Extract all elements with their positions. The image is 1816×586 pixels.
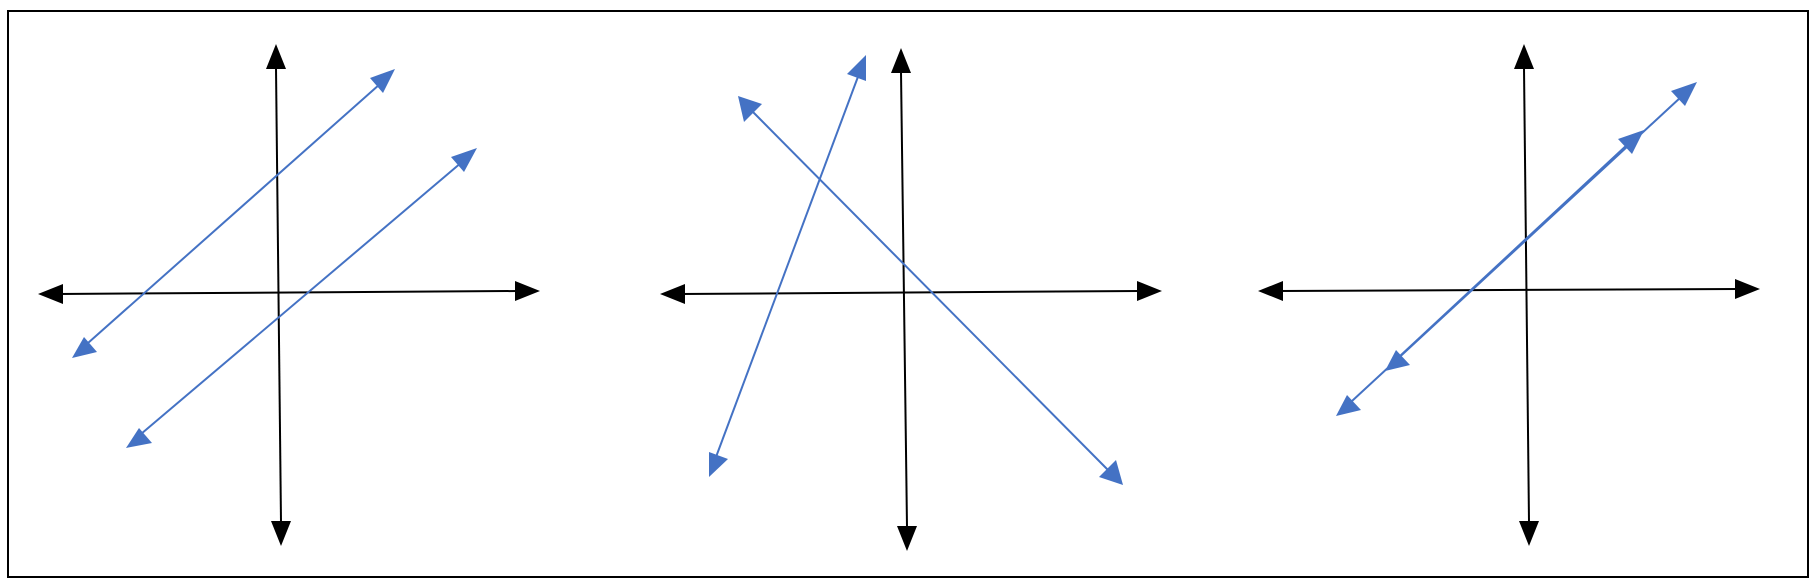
y-axis (891, 48, 917, 551)
panel-parallel-lines (38, 44, 540, 546)
line-arrow-icon (1385, 350, 1410, 371)
y-axis-down-arrow-icon (897, 526, 917, 551)
x-axis-left-arrow-icon (1258, 281, 1283, 301)
line-arrow-icon (1099, 460, 1123, 485)
line-arrow-icon (370, 69, 395, 93)
x-axis-right-arrow-icon (515, 281, 540, 301)
panel-coincident-lines (1258, 44, 1760, 546)
line-arrow-icon (451, 148, 477, 172)
line-arrow-icon (738, 96, 762, 122)
blue-line (126, 148, 477, 448)
line-arrow-icon (709, 452, 728, 477)
blue-line (738, 96, 1123, 485)
y-axis-up-arrow-icon (891, 48, 911, 73)
y-axis-up-arrow-icon (1514, 44, 1534, 69)
x-axis-left-arrow-icon (660, 284, 685, 304)
line-arrow-icon (847, 55, 866, 81)
y-axis (266, 44, 291, 546)
figure-frame (7, 10, 1809, 578)
x-axis (660, 281, 1162, 304)
x-axis (38, 281, 540, 304)
x-axis-right-arrow-icon (1137, 281, 1162, 301)
blue-line (72, 69, 395, 358)
x-axis (1258, 279, 1760, 301)
x-axis-right-arrow-icon (1735, 279, 1760, 299)
blue-line (709, 55, 866, 477)
y-axis-down-arrow-icon (1519, 521, 1539, 546)
line-arrow-icon (1671, 82, 1697, 106)
line-arrow-icon (72, 337, 97, 358)
line-arrow-icon (126, 428, 152, 448)
line-arrow-icon (1336, 395, 1361, 416)
y-axis-up-arrow-icon (266, 44, 286, 69)
panel-intersecting-lines (660, 48, 1162, 551)
x-axis-left-arrow-icon (38, 284, 63, 304)
y-axis (1514, 44, 1539, 546)
blue-line (1385, 130, 1644, 371)
y-axis-down-arrow-icon (271, 521, 291, 546)
line-arrow-icon (1618, 130, 1644, 154)
